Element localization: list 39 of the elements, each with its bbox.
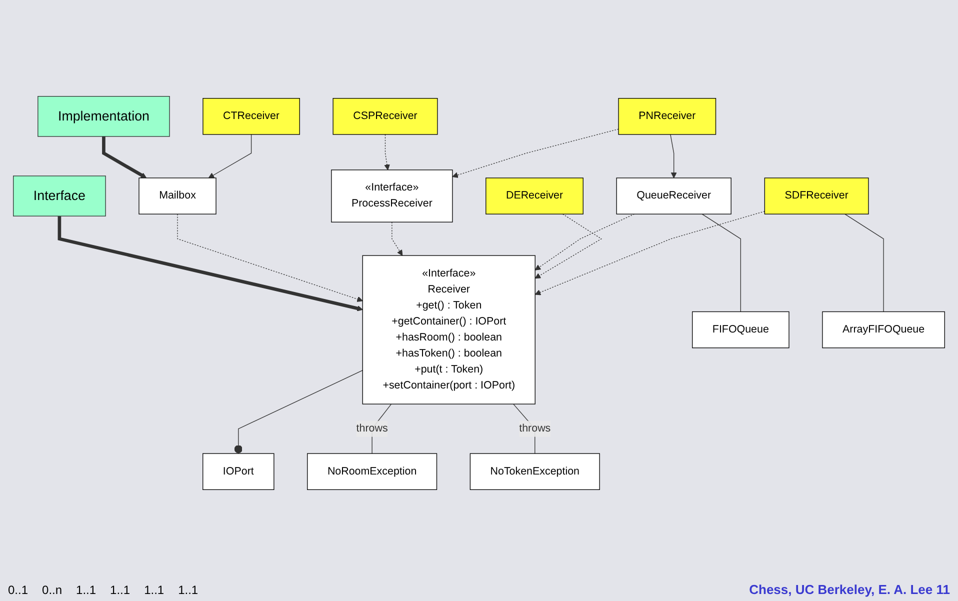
arrow (208, 134, 252, 178)
node-box: CSPReceiver (332, 98, 438, 135)
arrow (58, 216, 363, 312)
node-box: «Interface» Receiver +get() : Token +getContainer() : IOPort +hasRoom() : boolean +hasToken() : boolean +put(t : Token) +setContainer(port : IOPort) (362, 255, 536, 404)
node-box: SDFReceiver (764, 178, 869, 214)
node-box: NoRoomException (307, 453, 438, 490)
node-box: Implementation (38, 96, 170, 137)
multiplicity-label: 1..1 (178, 582, 198, 596)
node-box: ArrayFIFOQueue (822, 311, 945, 348)
multiplicity-label: 1..1 (110, 582, 130, 596)
multiplicity-label: 1..1 (144, 582, 164, 596)
connector (702, 214, 741, 312)
node-box: NoTokenException (470, 453, 600, 490)
multiplicity-label: 1..1 (76, 582, 96, 596)
edge-label: throws (356, 422, 388, 434)
connector (844, 214, 884, 312)
node-box: «Interface» ProcessReceiver (331, 170, 453, 222)
connector (234, 370, 363, 454)
arrow (534, 210, 765, 296)
node-box: FIFOQueue (692, 311, 790, 348)
arrow (384, 134, 390, 170)
arrow (177, 214, 363, 302)
multiplicity-label: 0..n (42, 582, 62, 596)
node-box: QueueReceiver (616, 178, 732, 214)
slide-footer: Chess, UC Berkeley, E. A. Lee 11 (749, 582, 950, 597)
node-box: CTReceiver (202, 98, 300, 135)
edge-label: throws (519, 422, 551, 434)
node-box: PNReceiver (618, 98, 716, 135)
node-box: Mailbox (138, 178, 216, 214)
arrow (534, 214, 635, 270)
arrow (392, 222, 403, 256)
node-box: DEReceiver (486, 178, 584, 214)
arrow (102, 136, 147, 178)
arrow (670, 134, 677, 178)
multiplicity-label: 0..1 (8, 582, 28, 596)
arrow (534, 214, 602, 279)
node-box: IOPort (202, 453, 274, 490)
arrow (452, 128, 619, 178)
node-box: Interface (13, 176, 106, 216)
